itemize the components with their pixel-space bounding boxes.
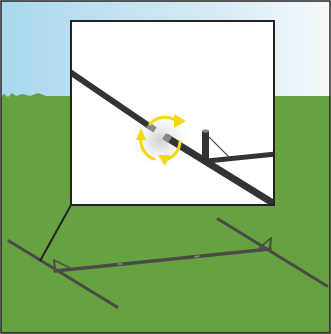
left-foot-bar [7, 239, 119, 309]
insert-tube [72, 69, 154, 131]
right-brace [256, 237, 272, 251]
receiving-bar [164, 134, 273, 204]
right-post [269, 237, 272, 250]
cross-bar [53, 247, 272, 273]
insert-tube-tip [146, 122, 157, 133]
rotate-arrows-icon [136, 114, 186, 166]
cross-bar-joint-mark [194, 255, 200, 258]
detail-inset [70, 20, 275, 206]
upright-post-top [202, 129, 209, 133]
side-arm [206, 151, 273, 164]
receiving-bar-end [162, 133, 172, 143]
right-foot-bar [216, 217, 329, 288]
thin-brace [208, 136, 230, 158]
upright-post [202, 131, 209, 161]
callout-line [39, 204, 72, 262]
stand-frame-ground [7, 217, 329, 309]
left-brace [53, 259, 71, 269]
left-post [53, 259, 56, 272]
